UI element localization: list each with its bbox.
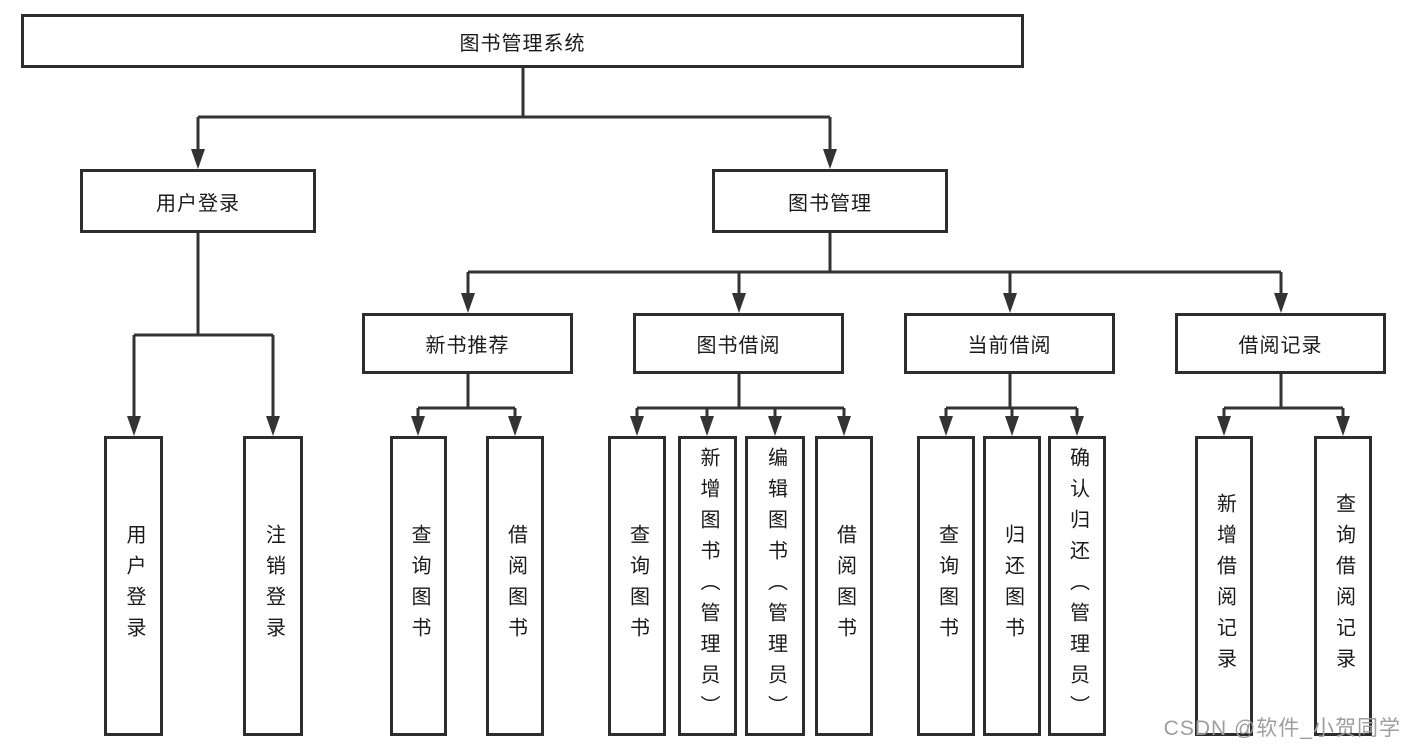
node-current-borrowing: 当前借阅 bbox=[904, 313, 1115, 374]
leaf-br-add-record: 新增借阅记录 bbox=[1195, 436, 1253, 736]
node-user-login: 用户登录 bbox=[80, 169, 316, 233]
leaf-logout-login: 注销登录 bbox=[243, 436, 303, 736]
node-borrow-records: 借阅记录 bbox=[1175, 313, 1386, 374]
leaf-cb-return-books: 归还图书 bbox=[983, 436, 1041, 736]
node-user-login-label: 用户登录 bbox=[156, 192, 240, 215]
leaf-bb-add-books-admin-label: 新增图书（管理员） bbox=[697, 446, 719, 726]
node-current-borrowing-label: 当前借阅 bbox=[967, 335, 1052, 357]
leaf-cb-return-books-label: 归还图书 bbox=[1001, 524, 1024, 648]
node-book-management: 图书管理 bbox=[712, 169, 948, 233]
node-library-system-label: 图书管理系统 bbox=[459, 32, 586, 55]
node-book-borrowing-label: 图书借阅 bbox=[696, 335, 781, 357]
leaf-user-login-label: 用户登录 bbox=[123, 524, 145, 648]
leaf-bb-borrow-books-label: 借阅图书 bbox=[833, 524, 856, 648]
leaf-bb-query-books: 查询图书 bbox=[608, 436, 666, 736]
leaf-nb-query-books: 查询图书 bbox=[390, 436, 447, 736]
leaf-br-query-record-label: 查询借阅记录 bbox=[1332, 493, 1355, 679]
node-borrow-records-label: 借阅记录 bbox=[1238, 335, 1323, 357]
leaf-br-query-record: 查询借阅记录 bbox=[1314, 436, 1372, 736]
leaf-cb-query-books-label: 查询图书 bbox=[935, 524, 958, 648]
leaf-bb-edit-books-admin: 编辑图书（管理员） bbox=[745, 436, 805, 736]
csdn-watermark: CSDN @软件_小贺同学 bbox=[1163, 717, 1401, 740]
leaf-nb-borrow-books: 借阅图书 bbox=[486, 436, 544, 736]
leaf-bb-query-books-label: 查询图书 bbox=[626, 524, 649, 648]
node-library-system: 图书管理系统 bbox=[21, 14, 1024, 68]
node-new-book-recommend: 新书推荐 bbox=[362, 313, 573, 374]
leaf-cb-confirm-return-admin-label: 确认归还（管理员） bbox=[1066, 446, 1089, 726]
leaf-bb-borrow-books: 借阅图书 bbox=[815, 436, 873, 736]
leaf-nb-query-books-label: 查询图书 bbox=[408, 524, 430, 648]
node-book-borrowing: 图书借阅 bbox=[633, 313, 844, 374]
leaf-bb-add-books-admin: 新增图书（管理员） bbox=[678, 436, 737, 736]
leaf-cb-query-books: 查询图书 bbox=[917, 436, 975, 736]
leaf-cb-confirm-return-admin: 确认归还（管理员） bbox=[1048, 436, 1106, 736]
node-book-management-label: 图书管理 bbox=[788, 192, 872, 215]
leaf-logout-login-label: 注销登录 bbox=[262, 524, 285, 648]
leaf-nb-borrow-books-label: 借阅图书 bbox=[504, 524, 527, 648]
node-new-book-recommend-label: 新书推荐 bbox=[425, 335, 510, 357]
leaf-user-login: 用户登录 bbox=[104, 436, 163, 736]
leaf-bb-edit-books-admin-label: 编辑图书（管理员） bbox=[764, 446, 787, 726]
leaf-br-add-record-label: 新增借阅记录 bbox=[1213, 493, 1236, 679]
